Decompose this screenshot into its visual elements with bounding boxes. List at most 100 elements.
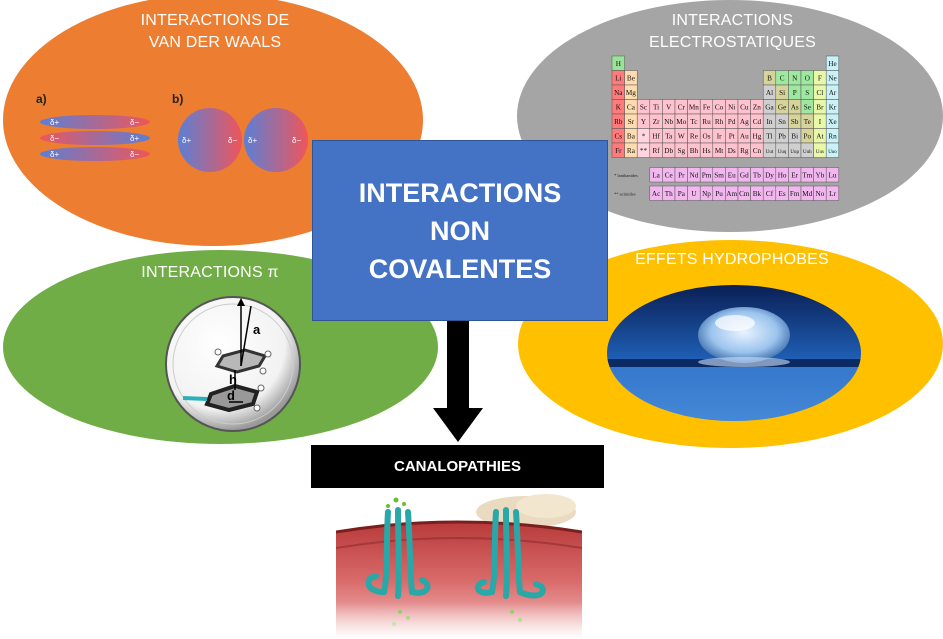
svg-text:Tc: Tc (690, 118, 697, 126)
svg-text:W: W (678, 133, 685, 141)
svg-text:Os: Os (703, 133, 711, 141)
svg-text:Sg: Sg (678, 147, 686, 155)
svg-text:Sc: Sc (640, 104, 647, 112)
svg-text:Rf: Rf (653, 147, 661, 155)
element-cell: Pa (674, 185, 688, 201)
svg-text:O: O (805, 75, 810, 83)
svg-text:Ru: Ru (702, 118, 711, 126)
svg-text:Ga: Ga (765, 104, 774, 112)
element-cell: Uuq (775, 142, 789, 158)
element-cell: Rf (649, 142, 663, 158)
delta-minus: δ− (228, 136, 237, 145)
dipole-2 (40, 131, 150, 145)
element-cell: Ac (649, 185, 663, 201)
element-cell: Si (775, 84, 789, 100)
svg-text:Rh: Rh (715, 118, 724, 126)
element-cell: Gd (737, 167, 751, 183)
down-arrow-shaft (447, 321, 469, 411)
element-cell: Nb (662, 113, 676, 129)
element-cell: Mg (624, 84, 638, 100)
water-droplet-image (607, 285, 861, 421)
svg-text:Hs: Hs (703, 147, 711, 155)
element-cell: Er (788, 167, 802, 183)
center-title-line3: COVALENTES (368, 253, 552, 284)
svg-text:In: In (767, 118, 773, 126)
svg-text:Ba: Ba (627, 133, 636, 141)
svg-text:Ta: Ta (665, 133, 673, 141)
svg-text:Gd: Gd (740, 172, 749, 180)
element-cell: P (788, 84, 802, 100)
svg-text:Pa: Pa (678, 190, 686, 198)
element-cell: S (800, 84, 814, 100)
element-cell: Sc (636, 99, 651, 115)
svg-text:F: F (818, 75, 822, 83)
element-cell: O (800, 70, 814, 86)
svg-text:Mg: Mg (626, 89, 636, 97)
svg-text:N: N (792, 75, 798, 83)
element-cell: I (813, 113, 827, 129)
svg-text:Er: Er (791, 172, 798, 180)
element-cell: Os (699, 128, 714, 144)
svg-text:Ge: Ge (778, 104, 786, 112)
element-cell: Cr (674, 99, 688, 115)
element-cell: Rg (737, 142, 751, 158)
svg-text:Co: Co (715, 104, 724, 112)
element-cell: Al (762, 84, 777, 100)
element-cell: Hg (750, 128, 764, 144)
svg-text:Nb: Nb (664, 118, 673, 126)
svg-text:Tm: Tm (802, 172, 812, 180)
svg-text:Uuo: Uuo (828, 150, 837, 155)
svg-text:Pr: Pr (678, 172, 685, 180)
element-cell: K (611, 99, 625, 115)
element-cell: Dy (762, 167, 777, 183)
element-cell: Cm (737, 185, 751, 201)
svg-text:Ca: Ca (627, 104, 636, 112)
atom-2 (244, 108, 308, 172)
element-cell: Zr (649, 113, 663, 129)
svg-text:Ce: Ce (665, 172, 673, 180)
svg-text:Hf: Hf (652, 133, 660, 141)
element-cell: Cn (750, 142, 764, 158)
element-cell: Rh (712, 113, 726, 129)
van-der-waals-title: INTERACTIONS DE VAN DER WAALS (95, 10, 335, 54)
svg-text:Au: Au (740, 133, 749, 141)
actinides-label: ** actinides (614, 191, 636, 196)
element-cell: Zn (750, 99, 764, 115)
van-der-waals-title-line2: VAN DER WAALS (148, 34, 282, 51)
svg-text:Se: Se (804, 104, 811, 112)
element-cell: Cf (762, 185, 777, 201)
element-cell: Bh (687, 142, 701, 158)
element-cell: As (788, 99, 802, 115)
element-cell: Md (800, 185, 814, 201)
svg-text:V: V (666, 104, 672, 112)
element-cell: Po (800, 128, 814, 144)
svg-text:*: * (642, 133, 646, 141)
element-cell: Ga (762, 99, 777, 115)
element-cell: V (662, 99, 676, 115)
svg-text:B: B (767, 75, 772, 83)
svg-text:La: La (652, 172, 660, 180)
svg-text:Cr: Cr (678, 104, 686, 112)
svg-text:No: No (816, 190, 825, 198)
element-cell: C (775, 70, 789, 86)
delta-plus: δ+ (50, 118, 59, 127)
element-cell: Ru (699, 113, 714, 129)
element-cell: Re (687, 128, 701, 144)
svg-text:Ti: Ti (653, 104, 659, 112)
svg-text:Bk: Bk (753, 190, 762, 198)
element-cell: Ca (624, 99, 638, 115)
element-cell: Rn (825, 128, 840, 144)
svg-text:Sm: Sm (714, 172, 724, 180)
element-cell: Uuh (800, 142, 814, 158)
element-cell: Tm (800, 167, 814, 183)
element-cell: Be (624, 70, 638, 86)
van-der-waals-illustration: a) b) δ+ δ− δ− δ+ δ+ δ− δ+ δ− δ+ δ− (36, 92, 308, 172)
center-title-box: INTERACTIONS NON COVALENTES (312, 140, 608, 321)
canalopathies-box: CANALOPATHIES (311, 445, 604, 488)
element-cell: W (674, 128, 688, 144)
element-cell: H (611, 55, 625, 71)
svg-text:Cl: Cl (817, 89, 824, 97)
svg-text:Ra: Ra (627, 147, 636, 155)
delta-plus: δ+ (248, 136, 257, 145)
svg-text:Ne: Ne (828, 75, 836, 83)
